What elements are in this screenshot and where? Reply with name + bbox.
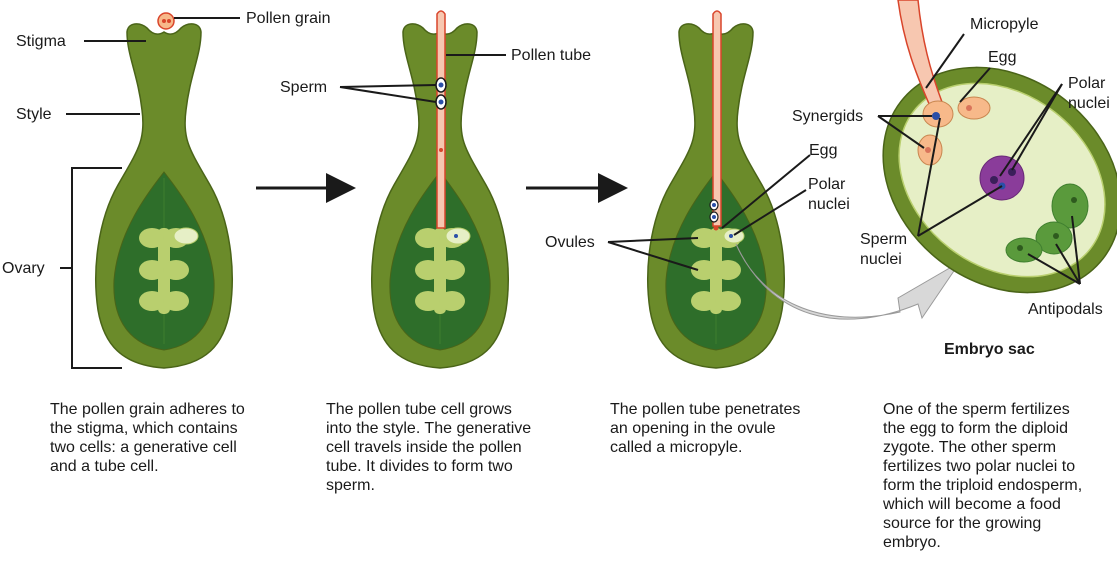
embryo-sac <box>882 0 1117 294</box>
caption-step-2: The pollen tube cell grows into the styl… <box>326 400 531 495</box>
leader-sperm <box>339 84 437 103</box>
pollen-tube-3 <box>712 10 722 227</box>
caption-4-line: zygote. The other sperm <box>883 439 1057 456</box>
label-antipodals: Antipodals <box>1028 301 1103 318</box>
ovule-group-2 <box>415 227 471 314</box>
sperm-cells-3 <box>709 199 719 231</box>
label-polar-nuclei-3-line2: nuclei <box>808 196 850 213</box>
ovule-group-3 <box>691 228 745 314</box>
label-pollen-tube: Pollen tube <box>511 47 591 64</box>
caption-4-line: One of the sperm fertilizes <box>883 401 1070 418</box>
label-sperm: Sperm <box>280 79 327 96</box>
caption-2-line: tube. It divides to form two <box>326 458 513 475</box>
pistil-1 <box>95 12 233 369</box>
label-micropyle: Micropyle <box>970 16 1039 33</box>
label-style: Style <box>16 106 52 123</box>
caption-2-line: cell travels inside the pollen <box>326 439 522 456</box>
pollen-grain-1 <box>157 12 175 30</box>
leader-egg-3 <box>721 154 811 229</box>
zoom-arrow <box>735 243 961 320</box>
label-polar-nuclei-3-line1: Polar <box>808 176 846 193</box>
caption-1-line: The pollen grain adheres to <box>50 401 245 418</box>
egg-cell <box>957 96 991 120</box>
caption-2-line: sperm. <box>326 477 375 494</box>
ovary-bracket <box>60 167 122 369</box>
leader-polar-sac <box>999 83 1063 177</box>
caption-4-line: the egg to form the diploid <box>883 420 1069 437</box>
leader-micropyle <box>925 33 965 89</box>
label-egg-sac: Egg <box>988 49 1016 66</box>
label-polar-nuclei-sac-line2: nuclei <box>1068 95 1110 112</box>
caption-step-1: The pollen grain adheres to the stigma, … <box>50 400 245 476</box>
label-polar-nuclei-sac-line1: Polar <box>1068 75 1106 92</box>
pollen-tube-2 <box>436 10 446 229</box>
caption-2-line: The pollen tube cell grows <box>326 401 512 418</box>
label-embryo-sac: Embryo sac <box>944 341 1035 358</box>
ovule-group-1 <box>139 227 199 314</box>
caption-1-line: and a tube cell. <box>50 458 159 475</box>
label-sperm-nuclei-line2: nuclei <box>860 251 902 268</box>
caption-3-line: an opening in the ovule <box>610 420 776 437</box>
label-egg-3: Egg <box>809 142 837 159</box>
caption-3-line: called a micropyle. <box>610 439 743 456</box>
leader-ovules <box>607 237 699 271</box>
caption-1-line: the stigma, which contains <box>50 420 238 437</box>
caption-4-line: source for the growing <box>883 515 1042 532</box>
caption-4-line: form the triploid endosperm, <box>883 477 1083 494</box>
caption-4-line: which will become a food <box>883 496 1061 513</box>
label-stigma: Stigma <box>16 33 66 50</box>
pistil-3 <box>647 10 785 369</box>
label-pollen-grain: Pollen grain <box>246 10 331 27</box>
sperm-cells-2 <box>435 77 447 152</box>
label-synergids: Synergids <box>792 108 863 125</box>
caption-1-line: two cells: a generative cell <box>50 439 237 456</box>
pistil-2 <box>371 10 509 369</box>
leader-sperm-nuclei <box>917 117 1003 237</box>
label-ovules: Ovules <box>545 234 595 251</box>
caption-step-4: One of the sperm fertilizes the egg to f… <box>883 400 1082 552</box>
caption-3-line: The pollen tube penetrates <box>610 401 801 418</box>
caption-2-line: into the style. The generative <box>326 420 532 437</box>
leader-antipodals <box>1027 215 1081 285</box>
leader-synergids <box>877 115 932 149</box>
leader-egg-sac <box>959 67 991 103</box>
leader-polar-3 <box>733 189 807 236</box>
caption-4-line: fertilizes two polar nuclei to <box>883 458 1076 475</box>
label-ovary: Ovary <box>2 260 45 277</box>
caption-4-line: embryo. <box>883 534 941 551</box>
caption-step-3: The pollen tube penetrates an opening in… <box>610 400 800 457</box>
label-sperm-nuclei-line1: Sperm <box>860 231 907 248</box>
